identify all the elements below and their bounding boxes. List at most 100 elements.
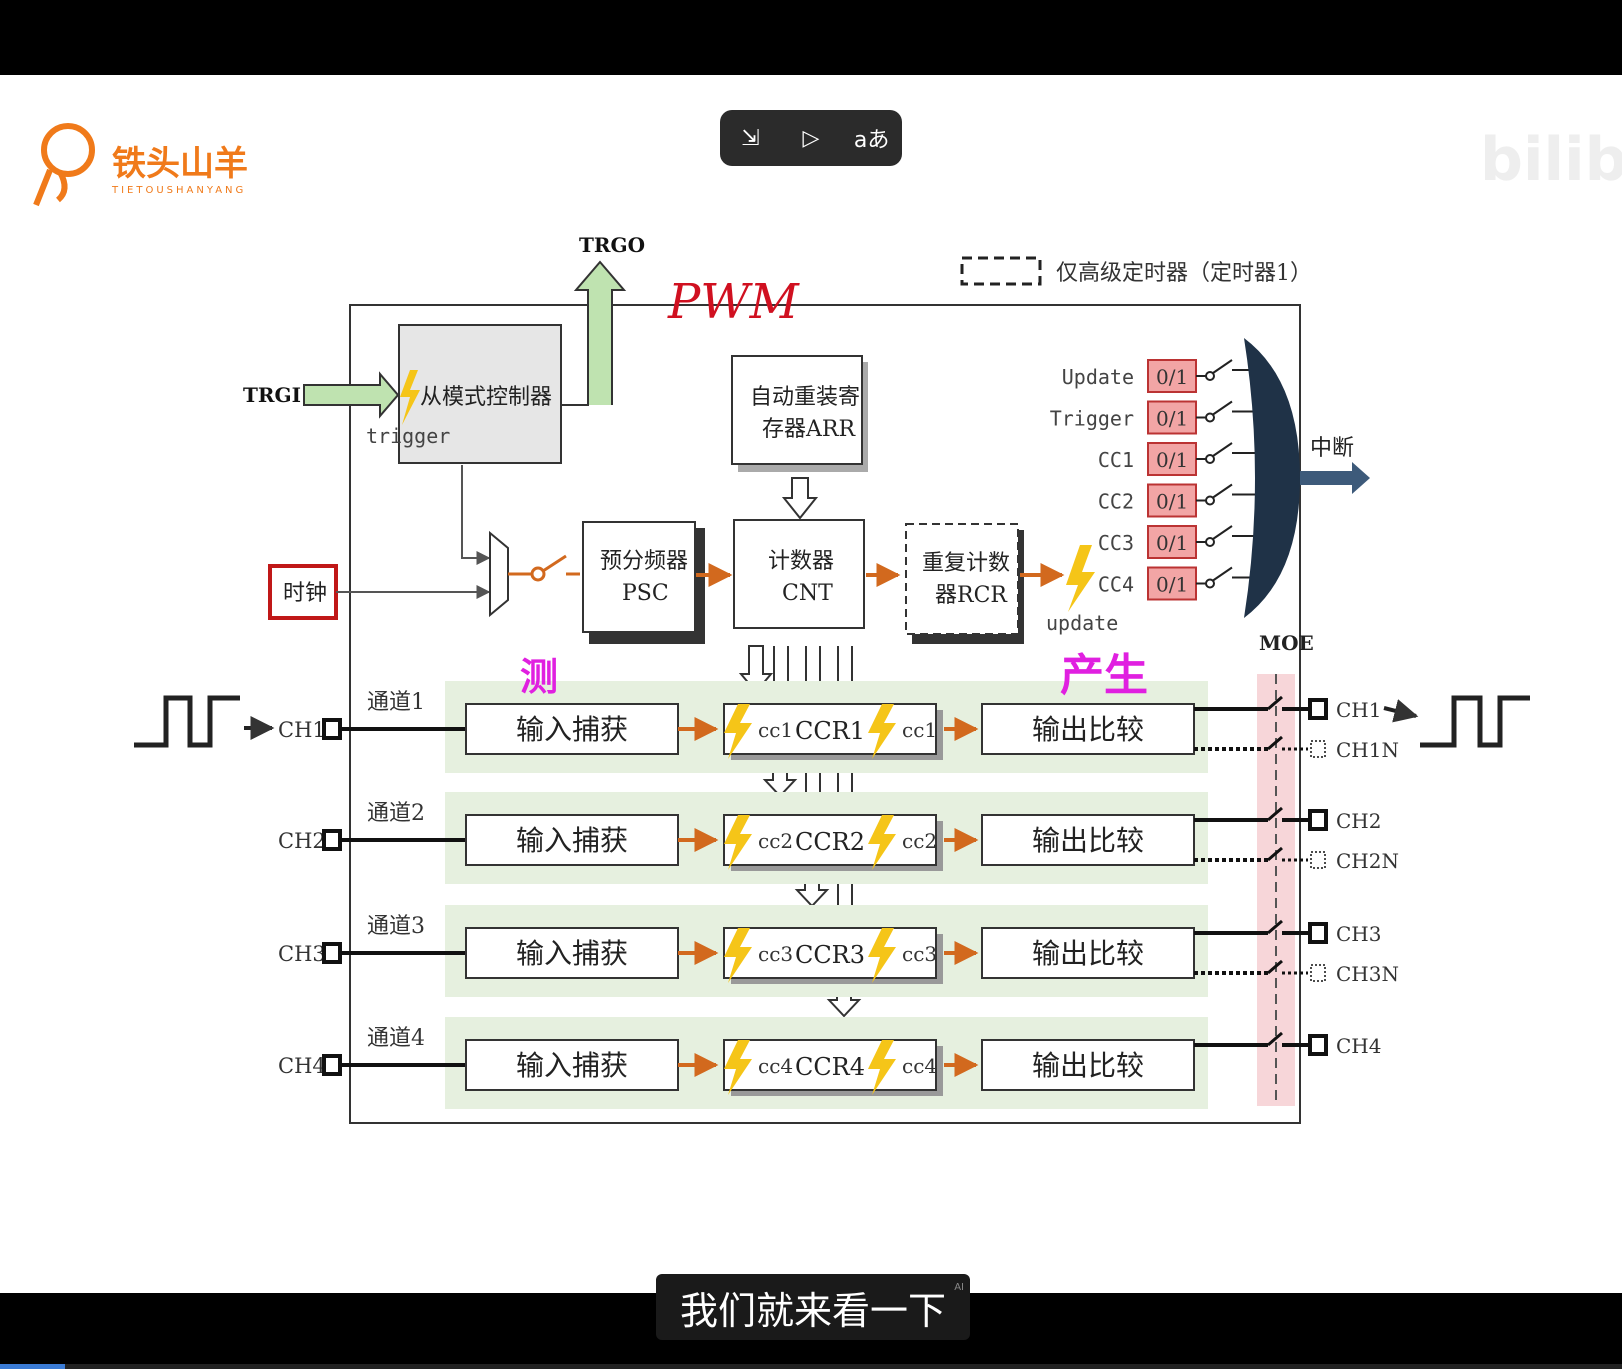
output-compare-box	[981, 703, 1195, 755]
irq-switch-blade	[1212, 483, 1233, 499]
timer-block-diagram: 铁头山羊 TIETOUSHANYANG bilibili 仅高级定时器（定时器1…	[33, 123, 1622, 1124]
annot-measure: 测	[520, 655, 558, 699]
irq-switch-blade	[1212, 400, 1233, 416]
outputn-pin-icon	[1310, 964, 1326, 982]
irq-flag-label: 0/1	[1156, 531, 1188, 555]
output-pin-label: CH1	[1336, 698, 1381, 722]
output-pin-label: CH4	[1336, 1034, 1381, 1058]
cc-label-right: cc1	[902, 718, 937, 742]
channel-label: 通道4	[367, 1026, 425, 1051]
outputn-pin-icon	[1310, 740, 1326, 758]
ccr-label: CCR1	[795, 717, 865, 745]
cnt-box	[733, 519, 865, 629]
irq-switch-blade	[1212, 525, 1233, 540]
irq-flag-label: 0/1	[1156, 573, 1188, 597]
input-pin-icon	[322, 718, 342, 740]
cc-label-right: cc2	[902, 829, 937, 853]
cc-lightning-icon	[868, 704, 896, 759]
ai-badge: AI	[954, 1282, 964, 1293]
channel-pin-label: CH4	[278, 1054, 326, 1078]
input-pin-icon	[322, 942, 342, 964]
play-sparkle-icon: ▷	[802, 125, 820, 151]
cc-label: cc1	[758, 718, 793, 742]
logo-sub: TIETOUSHANYANG	[111, 185, 246, 196]
moe-switch-icon	[1267, 846, 1283, 862]
irq-source-label: CC4	[1098, 573, 1134, 597]
arr-label-1: 自动重装寄	[750, 385, 860, 410]
rcr-box	[905, 523, 1019, 635]
irq-flag-label: 0/1	[1156, 365, 1188, 389]
update-lightning-icon	[1066, 545, 1095, 612]
psc-label-2: PSC	[622, 581, 669, 606]
irq-switch-icon	[1205, 495, 1215, 506]
ccr-box	[723, 703, 937, 755]
subtitle-button[interactable]: aあ	[850, 118, 894, 158]
cc-lightning-icon	[868, 815, 896, 870]
input-capture-label: 输入捕获	[516, 713, 628, 746]
cnt-label-2: CNT	[782, 581, 833, 606]
trgo-label: TRGO	[579, 233, 645, 257]
output-pin-icon	[1308, 922, 1328, 944]
input-capture-box	[465, 1039, 679, 1091]
irq-switch-icon	[1205, 454, 1215, 464]
psc-box	[582, 521, 696, 633]
irq-source-label: CC3	[1098, 531, 1134, 555]
player-controls: ⇲ ▷ aあ	[720, 110, 902, 166]
irq-flag-label: 0/1	[1156, 407, 1188, 431]
irq-switch-icon	[1205, 371, 1215, 381]
slave-mode-controller	[398, 324, 562, 464]
irq-flag-label: 0/1	[1156, 448, 1188, 472]
irq-flag	[1147, 525, 1197, 559]
ai-play-button[interactable]: ▷	[789, 118, 833, 158]
input-waveform-icon	[134, 695, 240, 748]
input-capture-label: 输入捕获	[516, 824, 628, 857]
ccr-box	[723, 814, 937, 866]
rcr-label-1: 重复计数	[922, 551, 1010, 576]
cc-lightning-icon	[724, 928, 752, 983]
irq-flag-label: 0/1	[1156, 490, 1188, 514]
output-pin-label: CH2	[1336, 809, 1381, 833]
output-pin-icon	[1308, 1034, 1328, 1056]
switch-icon	[530, 566, 546, 582]
output-compare-label: 输出比较	[1032, 1049, 1144, 1082]
output-compare-box	[981, 927, 1195, 979]
channel-pin-label: CH3	[278, 942, 326, 966]
cc-lightning-icon	[724, 704, 752, 759]
mini-player-icon: ⇲	[741, 125, 760, 151]
channel-label: 通道1	[367, 690, 425, 715]
progress-bar[interactable]	[0, 1364, 1622, 1369]
irq-switch-blade	[1212, 566, 1233, 582]
logo: 铁头山羊 TIETOUSHANYANG	[33, 123, 248, 207]
irq-switch-blade	[1212, 442, 1233, 457]
or-gate	[1244, 338, 1300, 618]
ccr-box	[723, 927, 937, 979]
clock-mux	[489, 530, 509, 618]
trgi-label: TRGI	[243, 383, 301, 407]
mini-player-button[interactable]: ⇲	[728, 118, 772, 158]
irq-source-label: CC1	[1098, 448, 1134, 472]
logo-name: 铁头山羊	[112, 144, 248, 184]
trigger-label: trigger	[366, 424, 450, 448]
output-pin-icon	[1308, 698, 1328, 720]
clock-label: 时钟	[283, 581, 327, 606]
cc-label: cc3	[758, 942, 793, 966]
interrupt-label: 中断	[1310, 436, 1354, 461]
moe-switch-icon	[1267, 919, 1283, 935]
output-waveform-icon	[1420, 695, 1530, 748]
irq-source-label: CC2	[1098, 490, 1134, 514]
input-capture-box	[465, 814, 679, 866]
cc-label: cc2	[758, 829, 793, 853]
bilibili-watermark: bilibili	[1480, 125, 1622, 195]
input-capture-label: 输入捕获	[516, 1049, 628, 1082]
moe-switch-icon	[1267, 959, 1283, 975]
input-pin-icon	[322, 1054, 342, 1076]
channel-label: 通道3	[367, 914, 425, 939]
cc-lightning-icon	[868, 1040, 896, 1095]
translate-icon: aあ	[853, 128, 890, 153]
outputn-pin-label: CH1N	[1336, 738, 1399, 762]
